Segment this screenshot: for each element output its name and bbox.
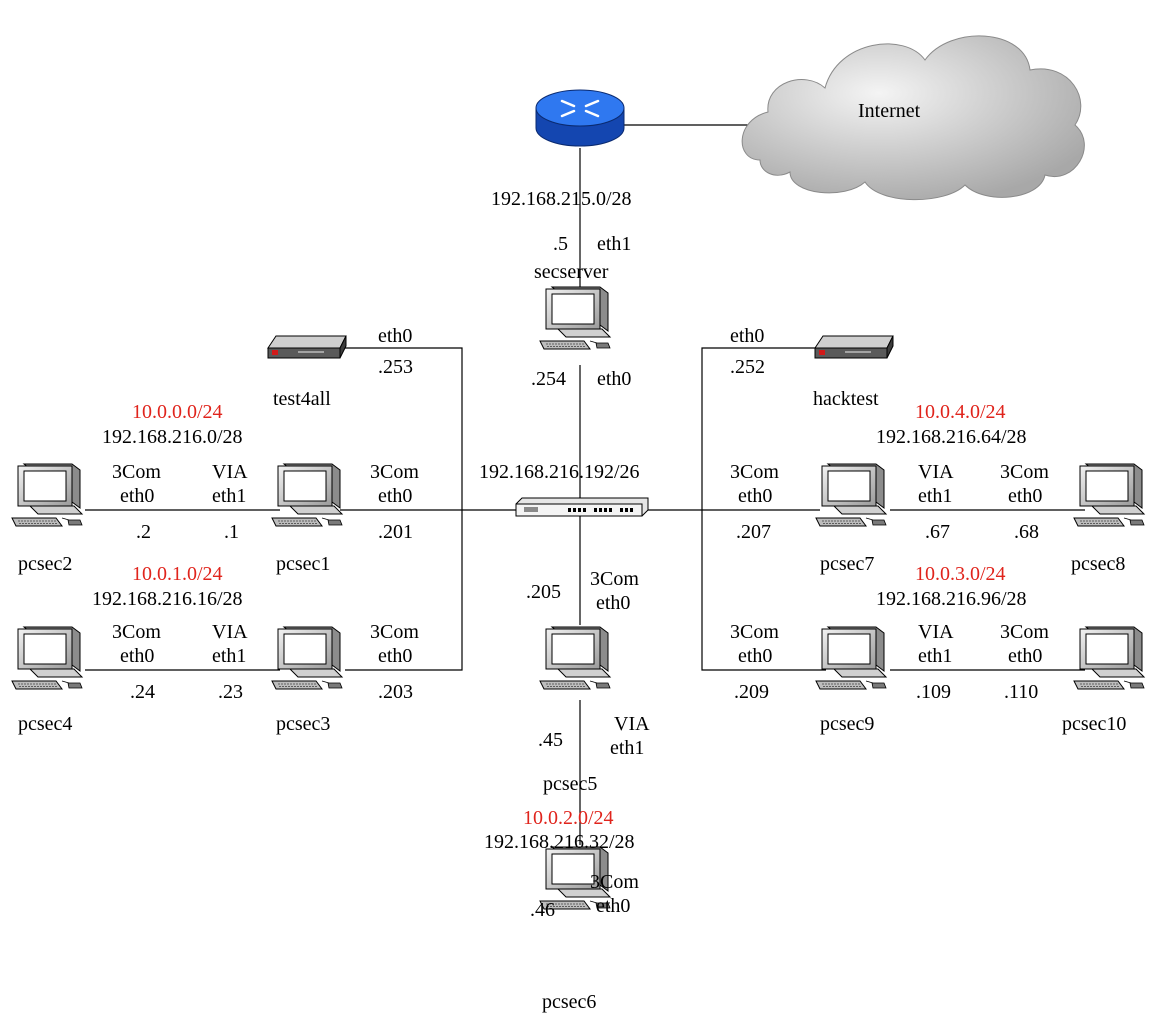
hacktest-addr: .252 (730, 356, 765, 378)
pcsec3-nic-b: VIA (212, 621, 248, 643)
net3-private: 10.0.3.0/24 (915, 563, 1006, 585)
pcsec6-name: pcsec6 (542, 991, 596, 1013)
internet-label: Internet (858, 100, 921, 122)
net4-private: 10.0.4.0/24 (915, 401, 1006, 423)
pcsec3-iface-b: eth1 (212, 645, 246, 667)
pcsec5-name: pcsec5 (543, 773, 597, 795)
pcsec2-addr: .2 (136, 521, 151, 543)
secserver-eth1-iface: eth1 (597, 233, 631, 255)
pcsec4-iface: eth0 (120, 645, 154, 667)
pcsec8-addr: .68 (1014, 521, 1039, 543)
pcsec7-name: pcsec7 (820, 553, 874, 575)
pcsec6-addr: .46 (530, 899, 555, 921)
workstation-icon[interactable] (815, 463, 887, 527)
pcsec7-addr-b: .67 (925, 521, 950, 543)
test4all-addr: .253 (378, 356, 413, 378)
test4all-name: test4all (273, 388, 331, 410)
pcsec1-nic-b: VIA (212, 461, 248, 483)
workstation-icon[interactable] (1073, 626, 1145, 690)
pcsec3-iface-a: eth0 (378, 645, 412, 667)
net1-public: 192.168.216.16/28 (92, 588, 243, 610)
workstation-icon[interactable] (815, 626, 887, 690)
pcsec7-iface-b: eth1 (918, 485, 952, 507)
secserver-eth0-addr: .254 (531, 368, 566, 390)
pcsec9-iface-b: eth1 (918, 645, 952, 667)
pcsec1-addr-a: .201 (378, 521, 413, 543)
pcsec2-iface: eth0 (120, 485, 154, 507)
pcsec5-nic-a: 3Com (590, 568, 639, 590)
router-icon (535, 89, 625, 147)
hacktest-name: hacktest (813, 388, 879, 410)
pcsec4-name: pcsec4 (18, 713, 72, 735)
switch-network: 192.168.216.192/26 (479, 461, 640, 483)
pcsec8-nic: 3Com (1000, 461, 1049, 483)
pcsec4-addr: .24 (130, 681, 155, 703)
pcsec7-nic-b: VIA (918, 461, 954, 483)
pcsec10-addr: .110 (1004, 681, 1038, 703)
secserver-name: secserver (534, 261, 609, 283)
pcsec5-iface-a: eth0 (596, 592, 630, 614)
pcsec2-nic: 3Com (112, 461, 161, 483)
pcsec3-name: pcsec3 (276, 713, 330, 735)
pcsec6-iface: eth0 (596, 895, 630, 917)
pcsec5-addr-a: .205 (526, 581, 561, 603)
pcsec3-addr-a: .203 (378, 681, 413, 703)
workstation-icon[interactable] (539, 286, 611, 350)
pcsec7-addr-a: .207 (736, 521, 771, 543)
net3-public: 192.168.216.96/28 (876, 588, 1027, 610)
cloud-icon (741, 35, 1085, 201)
pcsec9-nic-a: 3Com (730, 621, 779, 643)
net1-private: 10.0.1.0/24 (132, 563, 223, 585)
modem-icon (814, 335, 894, 359)
net0-private: 10.0.0.0/24 (132, 401, 223, 423)
pcsec8-iface: eth0 (1008, 485, 1042, 507)
pcsec1-nic-a: 3Com (370, 461, 419, 483)
pcsec9-addr-b: .109 (916, 681, 951, 703)
net4-public: 192.168.216.64/28 (876, 426, 1027, 448)
pcsec1-iface-b: eth1 (212, 485, 246, 507)
workstation-icon[interactable] (539, 626, 611, 690)
pcsec10-name: pcsec10 (1062, 713, 1126, 735)
switch-icon (515, 497, 649, 517)
pcsec1-name: pcsec1 (276, 553, 330, 575)
pcsec5-addr-b: .45 (538, 729, 563, 751)
workstation-icon[interactable] (11, 463, 83, 527)
pcsec7-iface-a: eth0 (738, 485, 772, 507)
pcsec5-nic-b: VIA (614, 713, 650, 735)
pcsec3-addr-b: .23 (218, 681, 243, 703)
pcsec5-iface-b: eth1 (610, 737, 644, 759)
workstation-icon[interactable] (271, 463, 343, 527)
pcsec3-nic-a: 3Com (370, 621, 419, 643)
workstation-icon[interactable] (271, 626, 343, 690)
pcsec9-addr-a: .209 (734, 681, 769, 703)
secserver-eth1-addr: .5 (553, 233, 568, 255)
pcsec10-iface: eth0 (1008, 645, 1042, 667)
net2-public: 192.168.216.32/28 (484, 831, 635, 853)
cabling (85, 124, 1085, 845)
pcsec4-nic: 3Com (112, 621, 161, 643)
pcsec7-nic-a: 3Com (730, 461, 779, 483)
pcsec9-name: pcsec9 (820, 713, 874, 735)
pcsec9-iface-a: eth0 (738, 645, 772, 667)
pcsec9-nic-b: VIA (918, 621, 954, 643)
hacktest-iface: eth0 (730, 325, 764, 347)
net0-public: 192.168.216.0/28 (102, 426, 243, 448)
pcsec6-nic: 3Com (590, 871, 639, 893)
workstation-icon[interactable] (11, 626, 83, 690)
secserver-eth0-iface: eth0 (597, 368, 631, 390)
pcsec1-iface-a: eth0 (378, 485, 412, 507)
net2-private: 10.0.2.0/24 (523, 807, 614, 829)
modem-icon (267, 335, 347, 359)
test4all-iface: eth0 (378, 325, 412, 347)
workstation-icon[interactable] (1073, 463, 1145, 527)
pcsec2-name: pcsec2 (18, 553, 72, 575)
uplink-network: 192.168.215.0/28 (491, 188, 632, 210)
pcsec8-name: pcsec8 (1071, 553, 1125, 575)
pcsec10-nic: 3Com (1000, 621, 1049, 643)
pcsec1-addr-b: .1 (224, 521, 239, 543)
